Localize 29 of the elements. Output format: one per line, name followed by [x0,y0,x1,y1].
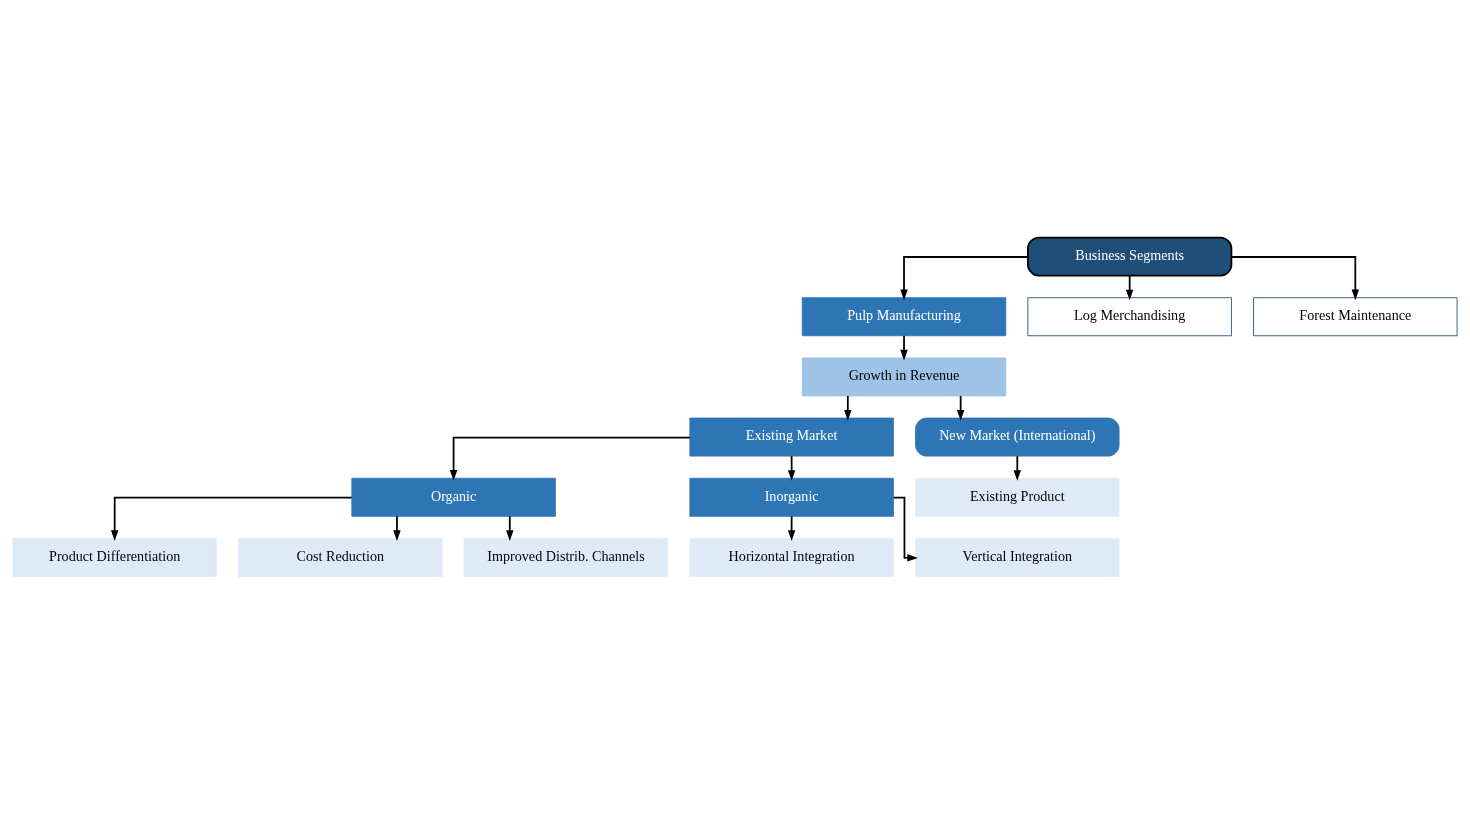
node-box: Log Merchandising [1027,296,1232,336]
arrow [900,255,1029,300]
node-box: Vertical Integration [915,537,1120,577]
arrow [1230,255,1360,300]
node-box: Organic [351,477,556,517]
node-box: Existing Market [689,417,894,457]
node-box: New Market (International) [915,417,1120,457]
arrow [1125,274,1134,300]
arrow [110,496,353,541]
node-box: Product Differentiation [12,537,217,577]
node-box: Cost Reduction [238,537,443,577]
node-box: Existing Product [915,477,1120,517]
arrow [844,394,852,421]
node-box: Inorganic [689,477,894,517]
arrow [956,394,965,421]
arrow [449,436,691,481]
arrow [892,496,918,562]
node-box: Forest Maintenance [1253,296,1458,336]
node-box: Growth in Revenue [801,356,1007,396]
node-box: Horizontal Integration [689,537,894,577]
node-box: Business Segments [1027,236,1233,276]
arrow [506,514,514,541]
node-box: Pulp Manufacturing [801,296,1007,336]
arrow [900,334,908,360]
arrow [787,514,796,541]
arrow [787,454,796,481]
node-box: Improved Distrib. Channels [463,537,669,577]
arrow [393,514,401,541]
arrow [1013,454,1021,481]
